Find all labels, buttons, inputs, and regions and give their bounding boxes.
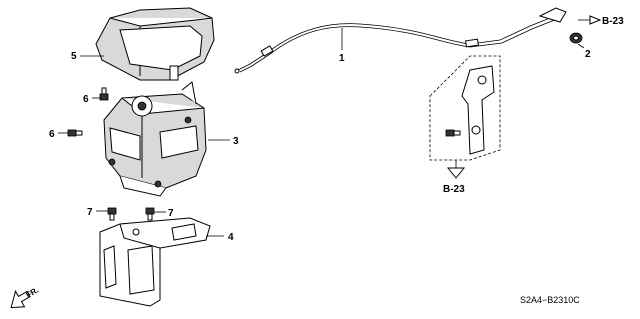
leader-lines [58, 15, 602, 237]
callout-4: 4 [228, 232, 234, 243]
front-direction-label: FR. [25, 285, 41, 299]
bolt-6-upper [99, 87, 109, 101]
inset-group [429, 55, 501, 179]
reference-label-top: B-23 [602, 16, 624, 27]
cover-part [95, 7, 215, 81]
callout-2: 2 [585, 49, 591, 60]
bolt-6-lower [67, 129, 83, 137]
callout-1: 1 [339, 53, 345, 64]
reference-label-bottom: B-23 [443, 184, 465, 195]
callout-6-upper: 6 [83, 94, 89, 105]
bolt-7-left [107, 207, 117, 221]
actuator-part [103, 81, 207, 197]
nut-part [569, 32, 583, 44]
callout-7-right: 7 [168, 208, 174, 219]
diagram-code: S2A4−B2310C [520, 295, 580, 305]
bolt-7-right [145, 207, 155, 221]
callout-5: 5 [71, 51, 77, 62]
callout-6-lower: 6 [49, 129, 55, 140]
callout-7-left: 7 [87, 207, 93, 218]
cable-part [234, 7, 567, 74]
callout-3: 3 [233, 136, 239, 147]
bracket-part [99, 217, 211, 307]
front-direction-arrow [10, 289, 31, 309]
